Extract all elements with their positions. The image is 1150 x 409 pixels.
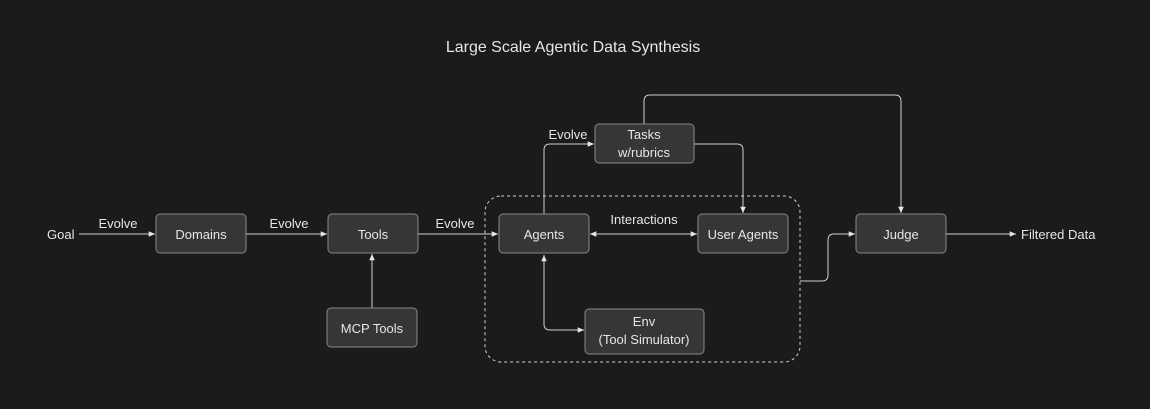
edge-label-interactions: Interactions — [610, 212, 678, 227]
node-tasks: Tasks w/rubrics — [594, 123, 695, 164]
node-mcp-tools: MCP Tools — [326, 307, 418, 348]
node-env-label-line-2: (Tool Simulator) — [598, 332, 689, 347]
node-judge-label: Judge — [883, 227, 918, 242]
node-domains: Domains — [155, 213, 247, 254]
edge-tasks-judge — [643, 94, 904, 213]
edge-label-evolve: Evolve — [435, 216, 474, 231]
node-env: Env (Tool Simulator) — [584, 308, 705, 355]
node-user-agents: User Agents — [697, 213, 789, 254]
node-tasks-label-line-2: w/rubrics — [617, 145, 671, 160]
edge-label-evolve: Evolve — [98, 216, 137, 231]
agent-interaction-group — [484, 195, 801, 363]
node-agents-label: Agents — [524, 227, 565, 242]
node-tools-label: Tools — [358, 227, 389, 242]
node-tools: Tools — [327, 213, 419, 254]
filtered-data-label: Filtered Data — [1021, 227, 1096, 242]
edge-agents-tasks — [543, 141, 594, 214]
edge-agents-env — [541, 255, 584, 333]
node-judge: Judge — [855, 213, 947, 254]
edge-label-evolve: Evolve — [548, 127, 587, 142]
node-domains-label: Domains — [175, 227, 227, 242]
node-tasks-label-line-1: Tasks — [627, 127, 661, 142]
edge-tasks-user-agents — [694, 143, 746, 213]
node-user-agents-label: User Agents — [708, 227, 779, 242]
node-agents: Agents — [498, 213, 590, 254]
node-env-label-line-1: Env — [633, 314, 656, 329]
edge-label-evolve: Evolve — [269, 216, 308, 231]
node-mcp-tools-label: MCP Tools — [341, 321, 404, 336]
diagram-title: Large Scale Agentic Data Synthesis — [446, 39, 700, 56]
goal-label: Goal — [47, 227, 75, 242]
edge-group-judge — [800, 231, 855, 282]
